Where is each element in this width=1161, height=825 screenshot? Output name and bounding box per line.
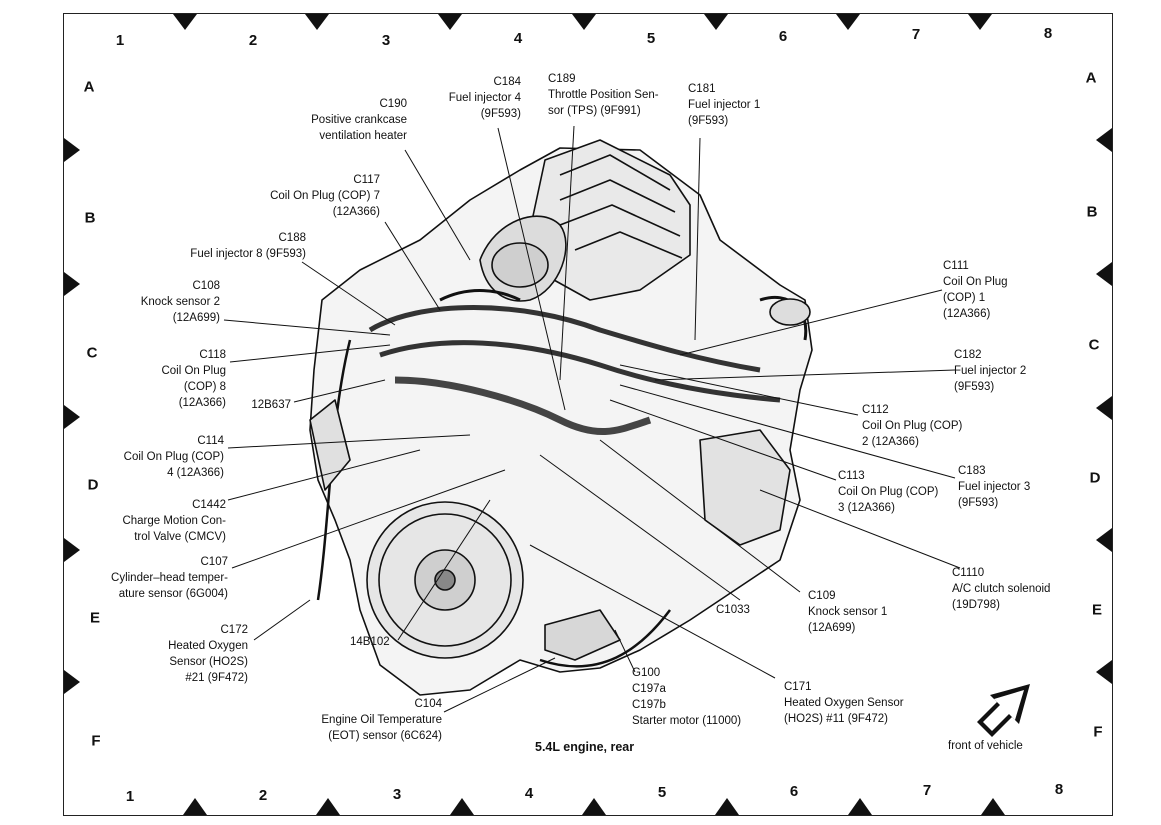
callout-c114: C114 Coil On Plug (COP) 4 (12A366): [123, 435, 224, 479]
front-of-vehicle-label: front of vehicle: [948, 740, 1023, 752]
grid-letter-left: C: [86, 344, 98, 362]
grid-number-bottom: 7: [922, 782, 932, 799]
callout-14b102: 14B102: [350, 636, 390, 648]
leader-lines: [223, 125, 961, 713]
callout-c171: C171 Heated Oxygen Sensor (HO2S) #11 (9F…: [784, 681, 904, 725]
callout-c109: C109 Knock sensor 1 (12A699): [808, 590, 888, 634]
diagram-caption: 5.4L engine, rear: [535, 740, 635, 754]
grid-letter-left: A: [83, 78, 95, 96]
grid-letter-right: C: [1088, 336, 1100, 354]
callout-c172: C172 Heated Oxygen Sensor (HO2S) #21 (9F…: [168, 624, 248, 684]
grid-number-bottom: 3: [392, 786, 402, 803]
callout-c181: C181 Fuel injector 1 (9F593): [688, 83, 761, 127]
frame-markers: [64, 14, 1112, 815]
grid-letter-right: D: [1089, 469, 1101, 487]
grid-letter-right: B: [1086, 203, 1098, 221]
grid-letter-right: E: [1091, 601, 1103, 619]
grid-number-bottom: 2: [258, 787, 268, 804]
grid-number-bottom: 8: [1054, 781, 1064, 798]
callout-c117: C117 Coil On Plug (COP) 7 (12A366): [270, 174, 380, 218]
callout-c184: C184 Fuel injector 4 (9F593): [448, 76, 521, 120]
callout-12b637: 12B637: [251, 399, 291, 411]
grid-number-bottom: 5: [657, 784, 667, 801]
callout-c182: C182 Fuel injector 2 (9F593): [954, 349, 1027, 393]
grid-number-top: 1: [115, 32, 125, 49]
grid-number-top: 2: [248, 32, 258, 49]
callout-c113: C113 Coil On Plug (COP) 3 (12A366): [838, 470, 939, 514]
callout-c1033: C1033: [716, 604, 750, 616]
callout-c108: C108 Knock sensor 2 (12A699): [140, 280, 220, 324]
grid-letter-left: E: [89, 609, 101, 627]
callout-c107: C107 Cylinder–head temper- ature sensor …: [111, 556, 228, 600]
grid-letter-left: D: [87, 476, 99, 494]
grid-number-top: 5: [646, 30, 656, 47]
grid-letter-left: F: [91, 732, 101, 750]
diagram-frame: [63, 13, 1113, 816]
grid-number-top: 6: [778, 28, 788, 45]
callout-c111: C111 Coil On Plug (COP) 1 (12A366): [943, 260, 1008, 320]
callout-g100: G100 C197a C197b Starter motor (11000): [632, 667, 742, 727]
callout-c188: C188 Fuel injector 8 (9F593): [190, 232, 306, 260]
engine-outline: [309, 139, 813, 696]
callout-c104: C104 Engine Oil Temperature (EOT) sensor…: [321, 698, 442, 742]
grid-letter-right: F: [1093, 723, 1103, 741]
grid-number-top: 7: [911, 26, 921, 43]
callout-c112: C112 Coil On Plug (COP) 2 (12A366): [862, 404, 963, 448]
callout-c118: C118 Coil On Plug (COP) 8 (12A366): [161, 349, 226, 409]
callout-c1442: C1442 Charge Motion Con- trol Valve (CMC…: [122, 499, 226, 543]
grid-letter-right: A: [1085, 69, 1097, 87]
callout-c1110: C1110 A/C clutch solenoid (19D798): [952, 567, 1051, 611]
grid-number-bottom: 4: [524, 785, 534, 802]
callout-c183: C183 Fuel injector 3 (9F593): [958, 465, 1031, 509]
front-arrow-icon: [977, 684, 1030, 737]
grid-number-bottom: 6: [789, 783, 799, 800]
grid-number-top: 4: [513, 30, 523, 47]
grid-number-bottom: 1: [125, 788, 135, 805]
grid-letter-left: B: [84, 209, 96, 227]
callout-c189: C189 Throttle Position Sen- sor (TPS) (9…: [548, 73, 659, 117]
grid-number-top: 3: [381, 32, 391, 49]
callout-c190: C190 Positive crankcase ventilation heat…: [311, 98, 407, 142]
grid-number-top: 8: [1043, 25, 1053, 42]
